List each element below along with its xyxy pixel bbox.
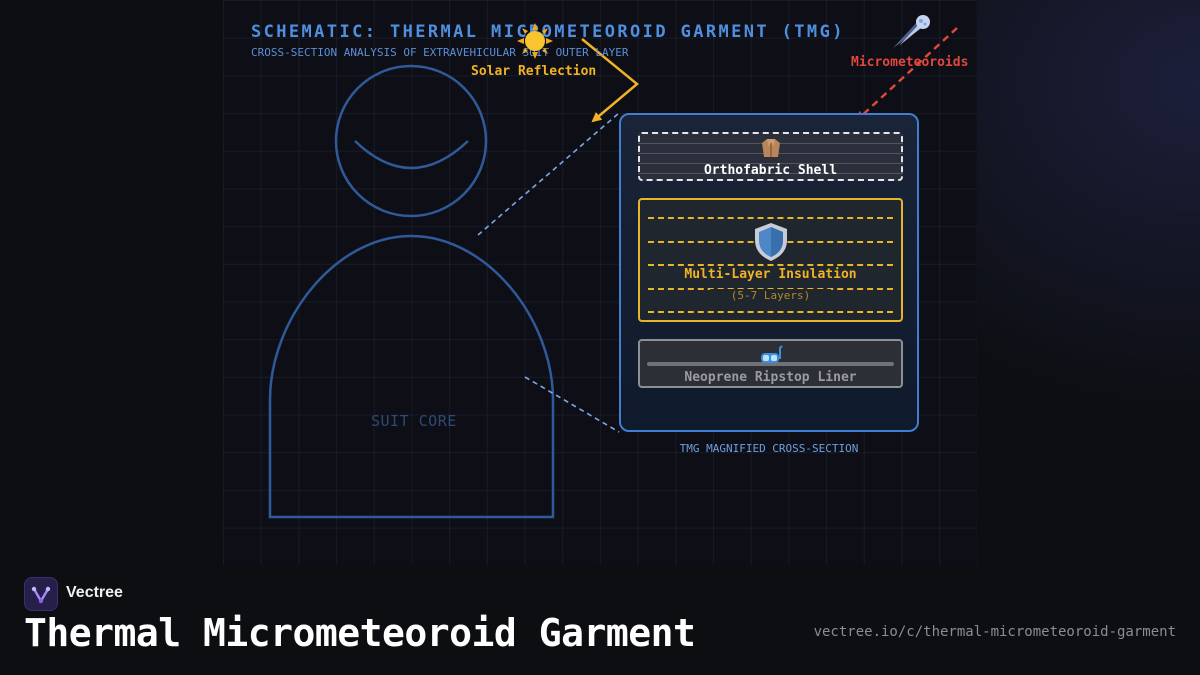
sun-icon bbox=[517, 23, 553, 59]
layer-label-liner: Neoprene Ripstop Liner bbox=[684, 370, 857, 385]
diagram-title: SCHEMATIC: THERMAL MICROMETEOROID GARMEN… bbox=[251, 22, 845, 42]
comet-icon bbox=[893, 15, 930, 48]
visor-outline bbox=[354, 140, 469, 170]
insulation-sheet bbox=[648, 217, 893, 219]
solar-reflection-arrow bbox=[581, 38, 639, 123]
insulation-sheet bbox=[648, 264, 893, 266]
magnify-connector-top bbox=[477, 112, 620, 236]
helmet-outline bbox=[334, 64, 488, 218]
brand-name: Vectree bbox=[66, 584, 123, 601]
layer-orthofabric-shell: Orthofabric Shell bbox=[638, 132, 903, 181]
micrometeoroid-arrow bbox=[855, 27, 958, 122]
layer-neoprene-ripstop-liner: Neoprene Ripstop Liner bbox=[638, 339, 903, 388]
micrometeoroids-label: Micrometeoroids bbox=[851, 55, 969, 70]
layer-label-insulation: Multi-Layer Insulation bbox=[680, 267, 861, 282]
page-title: Thermal Micrometeoroid Garment bbox=[24, 611, 696, 655]
liner-fabric-strip bbox=[647, 362, 894, 366]
suit-body-outline bbox=[268, 234, 555, 519]
insulation-sheet bbox=[648, 311, 893, 313]
tmg-cross-section-panel: Orthofabric Shell Multi-Layer Insulation… bbox=[619, 113, 919, 432]
page-url[interactable]: vectree.io/c/thermal-micrometeoroid-garm… bbox=[813, 624, 1176, 640]
magnify-connector-bottom bbox=[524, 376, 620, 433]
layer-multi-layer-insulation: Multi-Layer Insulation (5-7 Layers) bbox=[638, 198, 903, 322]
diving-mask-icon bbox=[760, 345, 783, 363]
cross-section-caption: TMG MAGNIFIED CROSS-SECTION bbox=[679, 442, 859, 455]
shield-icon bbox=[754, 223, 787, 261]
layer-sublabel-insulation: (5-7 Layers) bbox=[710, 289, 831, 302]
coat-icon bbox=[761, 139, 780, 157]
diagram-subtitle: CROSS-SECTION ANALYSIS OF EXTRAVEHICULAR… bbox=[251, 46, 629, 59]
vectree-logo-icon bbox=[24, 577, 58, 611]
layer-label-shell: Orthofabric Shell bbox=[703, 163, 838, 178]
solar-reflection-label: Solar Reflection bbox=[471, 64, 597, 79]
suit-core-label: SUIT CORE bbox=[371, 412, 457, 430]
